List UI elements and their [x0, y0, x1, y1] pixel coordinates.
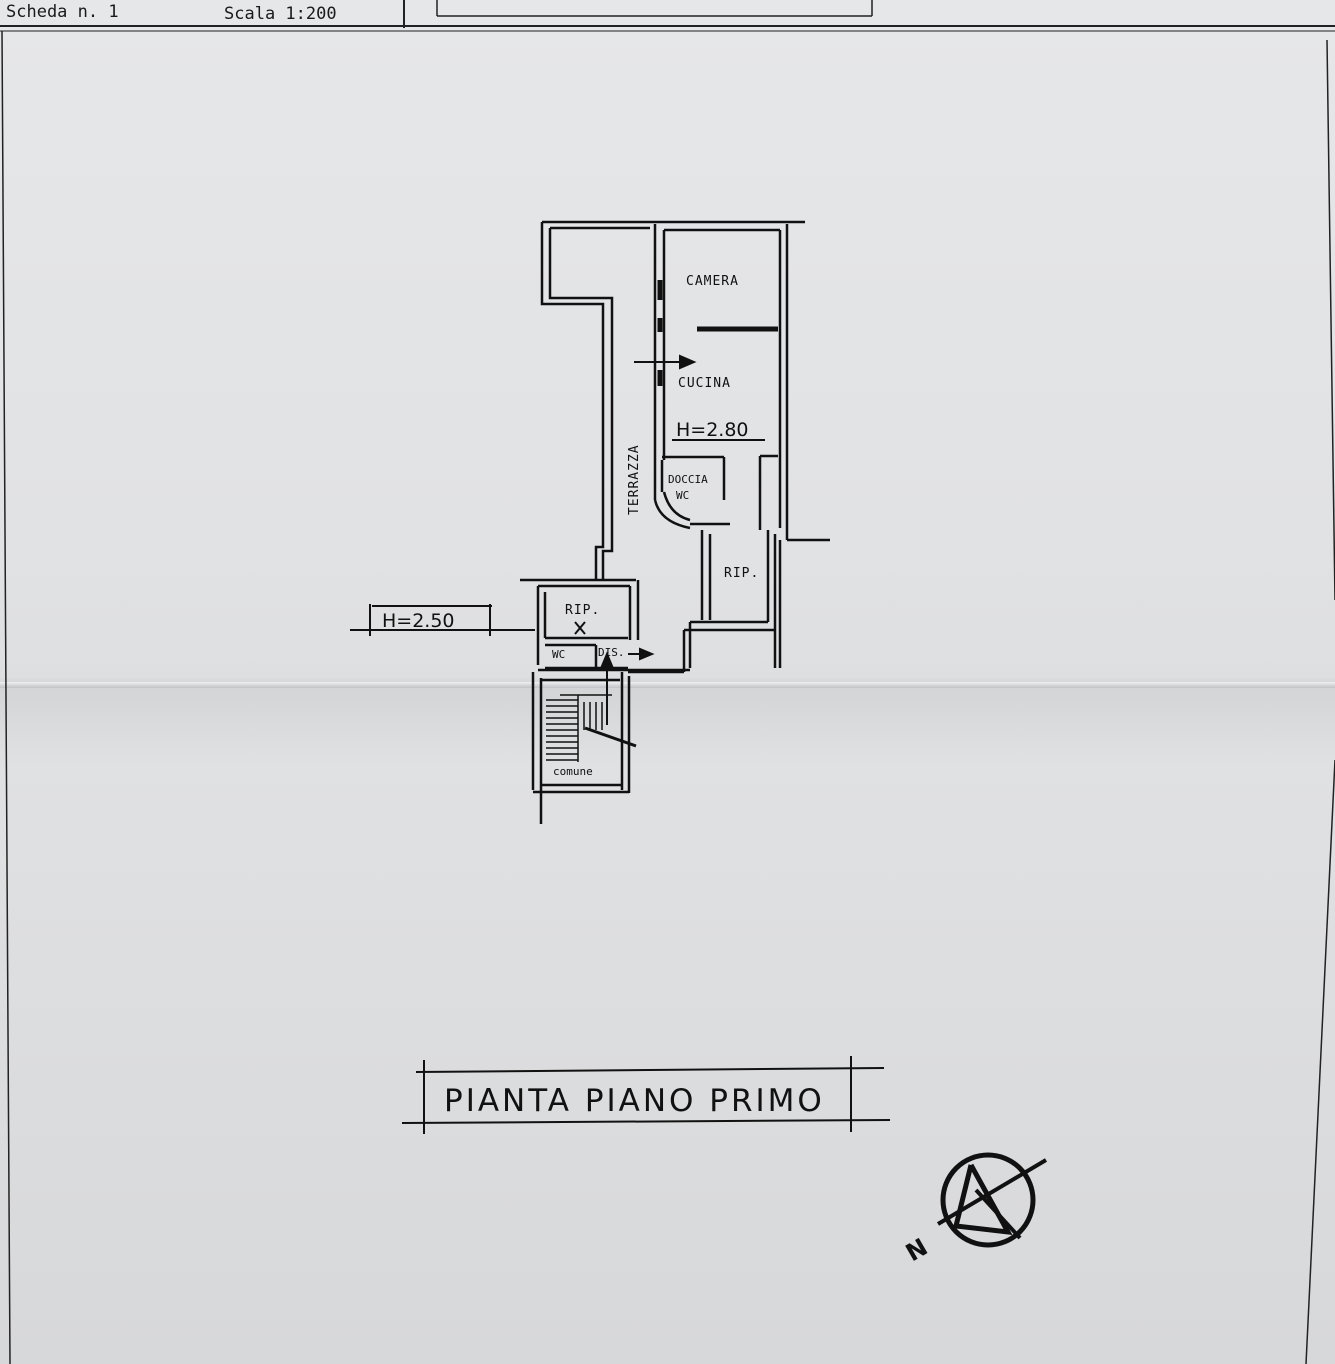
- floor-plan-walls: [520, 220, 830, 824]
- room-label-dis: DIS.: [598, 646, 625, 659]
- stair-treads: [546, 694, 637, 762]
- paper-fold: [0, 682, 1335, 688]
- room-label-doccia: DOCCIA: [668, 473, 708, 486]
- room-label-wc-bath: WC: [676, 489, 689, 502]
- height-reference-left: [350, 604, 535, 636]
- room-label-wc-left: WC: [552, 648, 565, 661]
- height-label-left: H=2.50: [382, 610, 455, 632]
- sheet-number: Scheda n. 1: [6, 2, 119, 22]
- north-arrow-icon: [936, 1152, 1048, 1248]
- entrance-arrows: [574, 354, 697, 725]
- title-frame: [401, 1056, 891, 1134]
- room-label-camera: CAMERA: [686, 274, 739, 289]
- room-label-rip-left: RIP.: [565, 603, 600, 618]
- scale-label: Scala 1:200: [224, 4, 337, 24]
- room-label-cucina: CUCINA: [678, 376, 731, 391]
- room-label-rip-right: RIP.: [724, 566, 759, 581]
- room-label-comune: comune: [553, 765, 593, 778]
- north-label: N: [901, 1233, 932, 1267]
- plan-title: PIANTA PIANO PRIMO: [444, 1083, 825, 1119]
- height-label-upper: H=2.80: [676, 419, 749, 441]
- room-label-terrazza: TERRAZZA: [627, 444, 642, 515]
